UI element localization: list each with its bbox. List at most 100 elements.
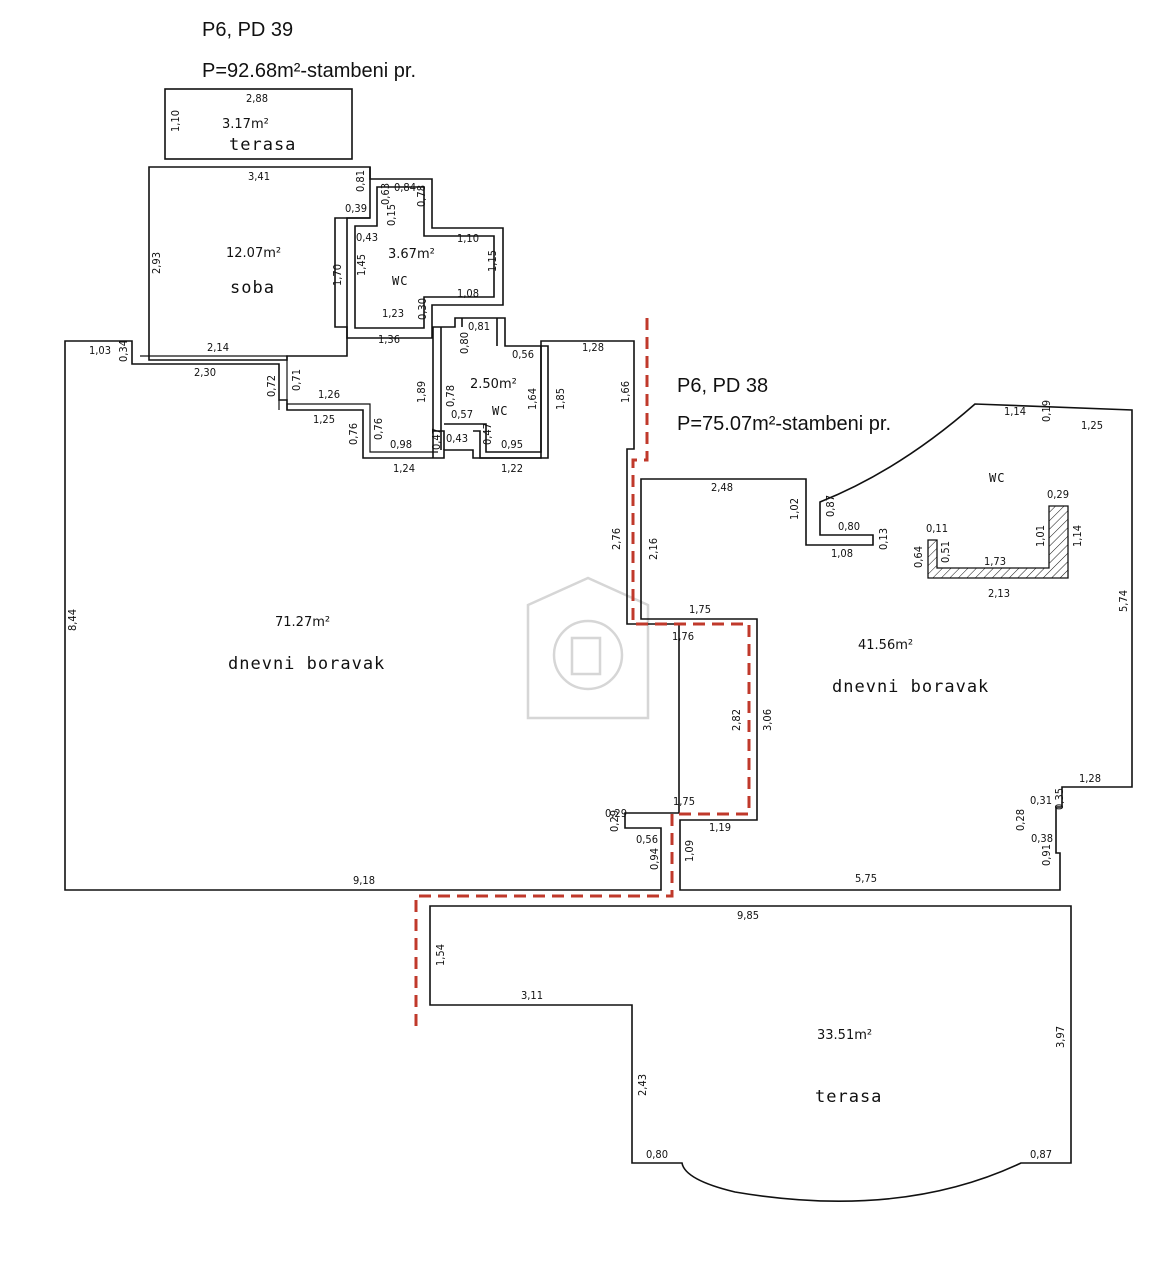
dim: 5,75 (855, 872, 877, 885)
dim: 0,87 (1030, 1148, 1052, 1161)
living-right-label: dnevni boravak (832, 677, 989, 697)
dim: 0,13 (877, 528, 890, 550)
living-left-area: 71.27m² (275, 615, 330, 630)
dim: 3,06 (761, 709, 774, 731)
dim: 1,54 (434, 944, 447, 966)
dim: 0,80 (646, 1148, 668, 1161)
dim: 2,76 (610, 528, 623, 550)
dim: 0,95 (501, 438, 523, 451)
terrace-bottom-area: 33.51m² (817, 1028, 872, 1043)
dim: 0,29 (608, 810, 621, 832)
unit-39-area: P=92.68m²-stambeni pr. (202, 60, 416, 82)
dim: 3,97 (1054, 1026, 1067, 1048)
dim: 1,66 (619, 381, 632, 403)
dim: 1,01 (1034, 525, 1047, 547)
terrace-top-area: 3.17m² (222, 117, 269, 132)
dim: 1,14 (1071, 525, 1084, 547)
dim: 0,76 (347, 423, 360, 445)
dim: 2,82 (730, 709, 743, 731)
dim: 0,91 (1040, 844, 1053, 866)
dim: 1,25 (313, 413, 335, 426)
unit-38-area: P=75.07m²-stambeni pr. (677, 413, 891, 435)
soba-label: soba (230, 278, 275, 298)
dim: 1,08 (457, 287, 479, 300)
dim: 0,56 (636, 833, 658, 846)
watermark-logo (526, 576, 650, 720)
dim: 1,89 (415, 381, 428, 403)
dim: 0,64 (912, 546, 925, 568)
dim: 1,09 (683, 840, 696, 862)
dim: 1,19 (709, 821, 731, 834)
dim: 0,51 (939, 541, 952, 563)
dim: 9,85 (737, 909, 759, 922)
dim: 5,74 (1117, 590, 1130, 612)
dim: 0,57 (451, 408, 473, 421)
living-left-inner-wall (140, 355, 438, 453)
dim: 0,81 (468, 320, 490, 333)
living-right-area: 41.56m² (858, 638, 913, 653)
dim: 2,93 (150, 252, 163, 274)
dim: 0,87 (824, 495, 837, 517)
dim: 2,14 (207, 341, 229, 354)
dim: 0,72 (265, 375, 278, 397)
dim: 2,43 (636, 1074, 649, 1096)
wc2-outline (432, 317, 549, 459)
dim: 1,25 (1081, 419, 1103, 432)
dim: 1,45 (355, 254, 368, 276)
dimension-labels: 2,88 3,41 0,39 0,84 0,43 1,10 1,08 1,23 … (89, 92, 1103, 1161)
terrace-bottom-label: terasa (815, 1087, 882, 1107)
dim: 0,31 (1030, 794, 1052, 807)
soba-outline (148, 166, 371, 361)
dim: 1,24 (393, 462, 415, 475)
dim: 0,80 (458, 332, 471, 354)
dim: 0,56 (512, 348, 534, 361)
dim: 1,26 (318, 388, 340, 401)
dim: 1,28 (582, 341, 604, 354)
dim: 0,76 (372, 418, 385, 440)
dim: 1,36 (378, 333, 400, 346)
dim: 2,88 (246, 92, 268, 105)
wc3-label: WC (989, 471, 1005, 485)
dim: 0,39 (345, 202, 367, 215)
dim: 1,85 (554, 388, 567, 410)
dim: 2,16 (647, 538, 660, 560)
wc1-area: 3.67m² (388, 247, 435, 262)
dim: 0,84 (394, 181, 416, 194)
dim: 2,48 (711, 481, 733, 494)
property-boundary (414, 318, 751, 1030)
dim: 1,14 (1004, 405, 1026, 418)
unit-39-title: P6, PD 39 (202, 19, 293, 41)
wc2-label: WC (492, 404, 508, 418)
dim: 8,44 (66, 609, 79, 631)
dim: 2,30 (194, 366, 216, 379)
terrace-top-label: terasa (229, 135, 296, 155)
dim: 0,19 (1040, 400, 1053, 422)
dim: 1,73 (984, 555, 1006, 568)
dim: 0,15 (385, 204, 398, 226)
dim: 0,29 (605, 807, 627, 820)
dim: 3,11 (521, 989, 543, 1002)
dim: 0,29 (1047, 488, 1069, 501)
dim: 0,43 (356, 231, 378, 244)
dim: 1,75 (673, 795, 695, 808)
living-right-outline (640, 403, 1133, 891)
dim: 0,78 (444, 385, 457, 407)
dim: 1,10 (457, 232, 479, 245)
dimension-labels-vertical: 1,10 0,81 2,93 1,70 0,63 0,78 0,15 1,45 … (66, 110, 1130, 1096)
dim: 1,70 (331, 264, 344, 286)
dim: 0,30 (416, 298, 429, 320)
living-left-label: dnevni boravak (228, 654, 385, 674)
dim: 1,22 (501, 462, 523, 475)
dim: 1,76 (672, 630, 694, 643)
dim: 3,41 (248, 170, 270, 183)
dim: 1,02 (788, 498, 801, 520)
terrace-top-outline (164, 88, 353, 160)
dim: 1,64 (526, 388, 539, 410)
dim: 1,08 (831, 547, 853, 560)
dim: 0,47 (430, 428, 443, 450)
dim: 9,18 (353, 874, 375, 887)
unit-38-title: P6, PD 38 (677, 375, 768, 397)
dim: 0,63 (379, 183, 392, 205)
soba-area: 12.07m² (226, 246, 281, 261)
